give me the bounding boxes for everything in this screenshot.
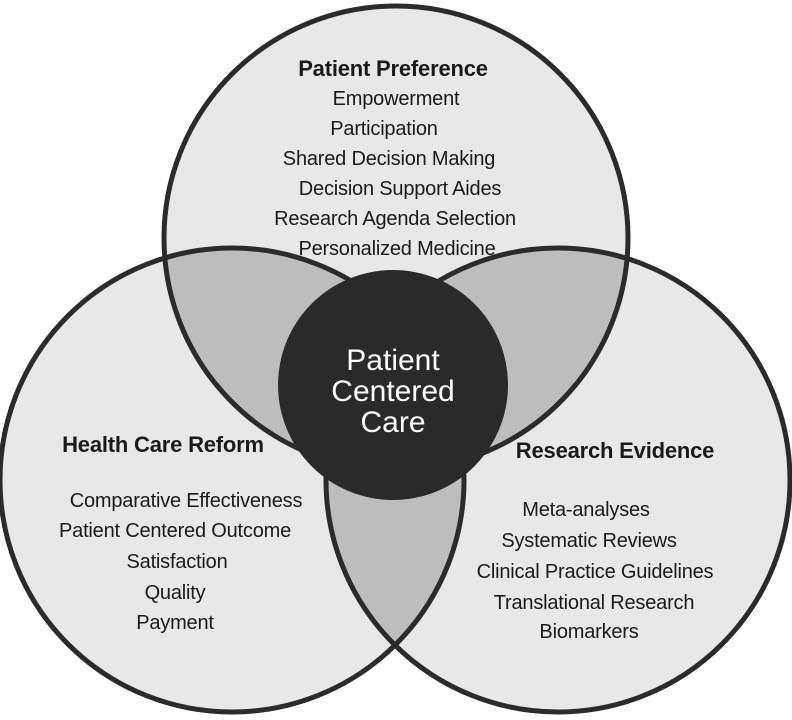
health-care-reform-item: Patient Centered Outcome	[59, 520, 291, 542]
research-evidence-title: Research Evidence	[515, 438, 715, 463]
patient-preference-item: Empowerment	[332, 88, 460, 110]
patient-preference-item: Research Agenda Selection	[274, 208, 516, 230]
health-care-reform-item: Comparative Effectiveness	[69, 490, 303, 512]
center-label: Patient Centered Care	[285, 345, 501, 438]
center-label-line: Centered	[331, 375, 455, 408]
health-care-reform-item: Payment	[136, 612, 214, 634]
research-evidence-item: Clinical Practice Guidelines	[476, 561, 714, 583]
center-label-line: Patient	[346, 344, 440, 377]
research-evidence-item: Translational Research	[493, 592, 695, 614]
health-care-reform-item: Satisfaction	[126, 551, 228, 573]
patient-preference-item: Shared Decision Making	[282, 148, 496, 170]
patient-preference-title: Patient Preference	[298, 56, 488, 81]
health-care-reform-title: Health Care Reform	[62, 432, 264, 457]
research-evidence-item: Biomarkers	[539, 621, 639, 643]
research-evidence-item: Systematic Reviews	[501, 530, 677, 552]
outline-research-evidence	[323, 245, 792, 715]
center-label-line: Care	[360, 406, 426, 439]
outline-health-care-reform	[0, 245, 467, 715]
patient-preference-item: Participation	[330, 118, 438, 140]
center-circle	[278, 270, 508, 500]
health-care-reform-item: Quality	[144, 582, 206, 604]
patient-preference-item: Personalized Medicine	[298, 238, 496, 260]
patient-preference-item: Decision Support Aides	[298, 178, 502, 200]
research-evidence-item: Meta-analyses	[522, 499, 650, 521]
